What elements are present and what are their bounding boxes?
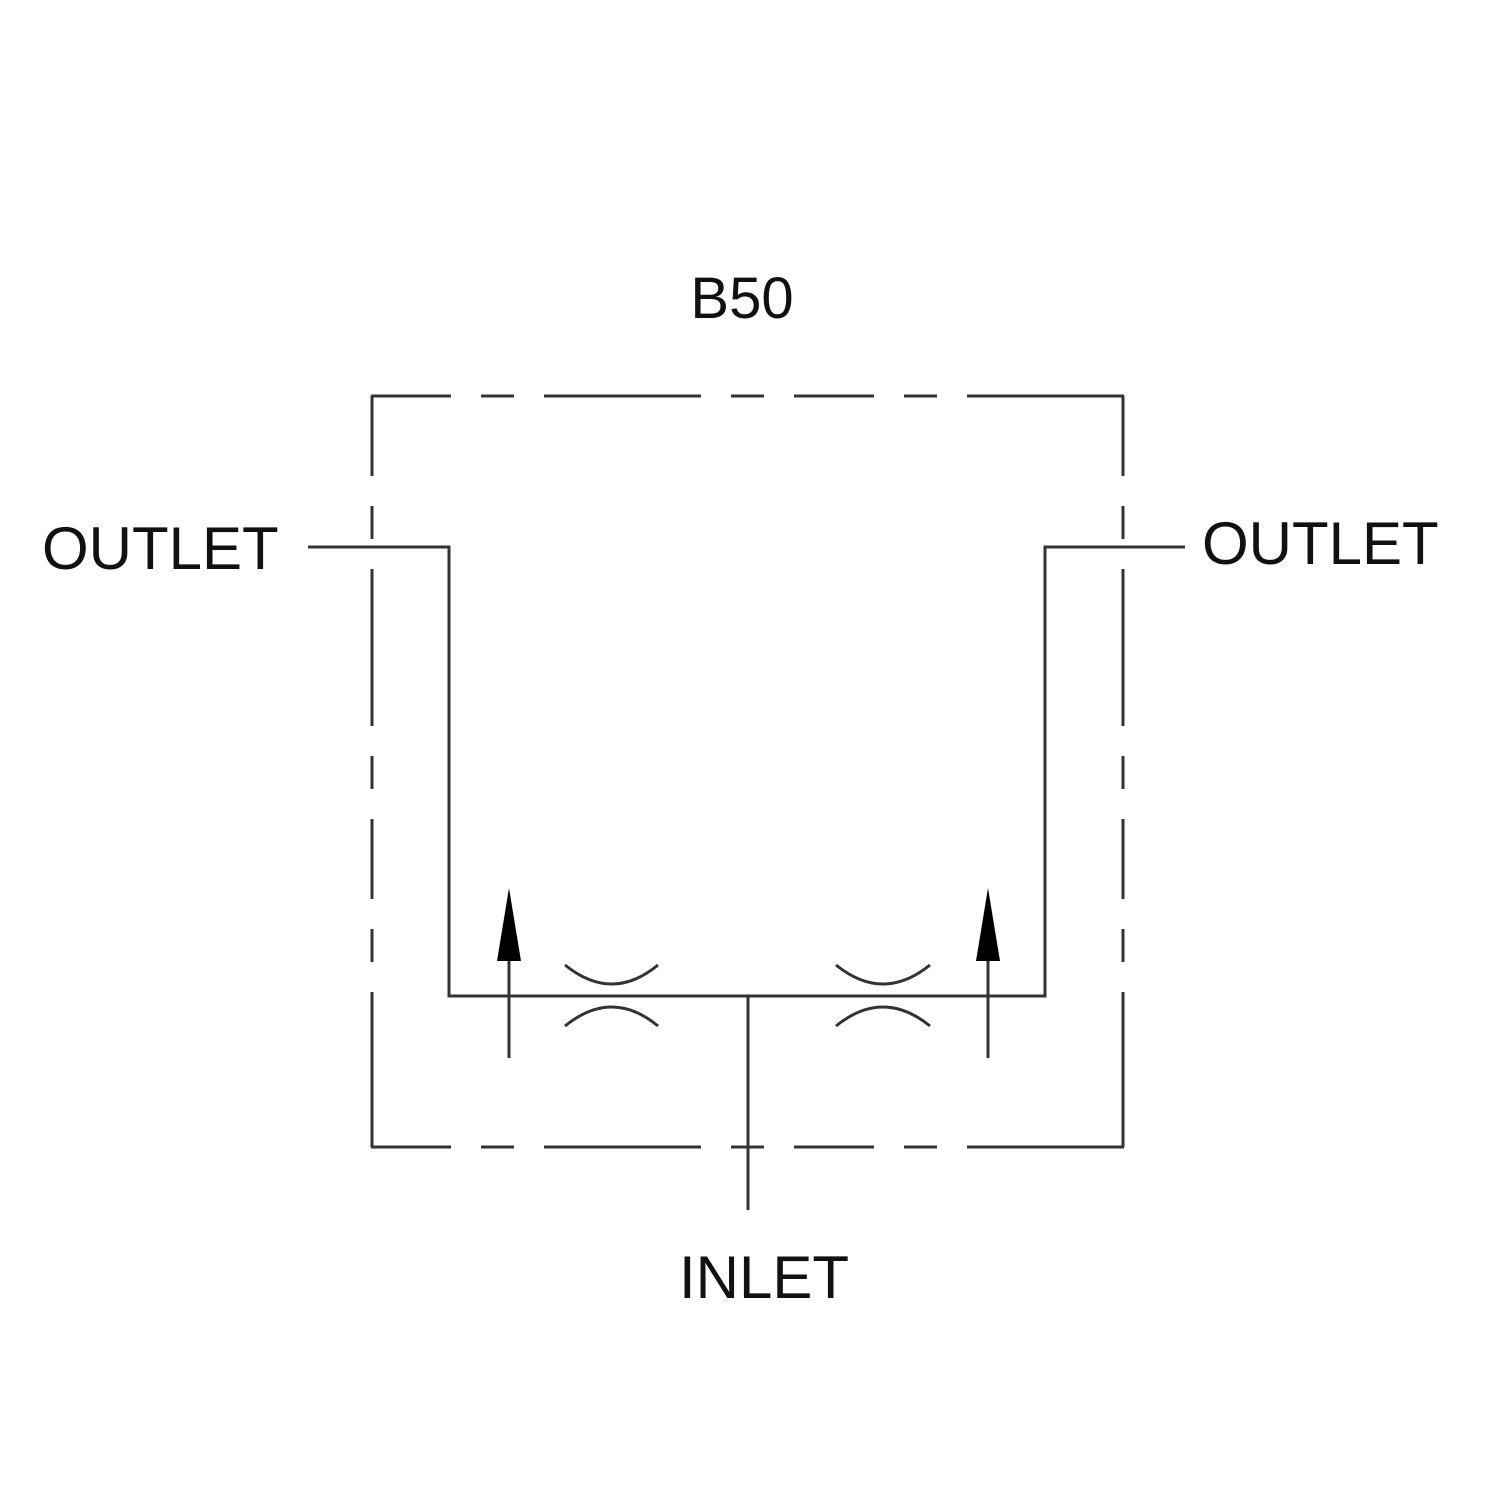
inlet-label: INLET: [679, 1244, 849, 1311]
arrow-up-icon-right: [976, 888, 1000, 1058]
outlet-left-label: OUTLET: [42, 515, 279, 582]
orifice-arc-top: [835, 963, 931, 986]
orifice-left: [564, 963, 659, 1028]
component-title: B50: [690, 266, 793, 331]
orifice-arc-top: [564, 963, 659, 986]
orifice-arc-bottom: [564, 1005, 659, 1028]
component-boundary: [370, 394, 1125, 1149]
arrow-up-icon-left: [497, 888, 521, 1058]
orifice-right: [835, 963, 931, 1028]
flow-lines: [308, 545, 1185, 1210]
outlet-right-label: OUTLET: [1202, 510, 1439, 577]
outlet-line: [308, 545, 1185, 998]
orifice-arc-bottom: [835, 1005, 931, 1028]
